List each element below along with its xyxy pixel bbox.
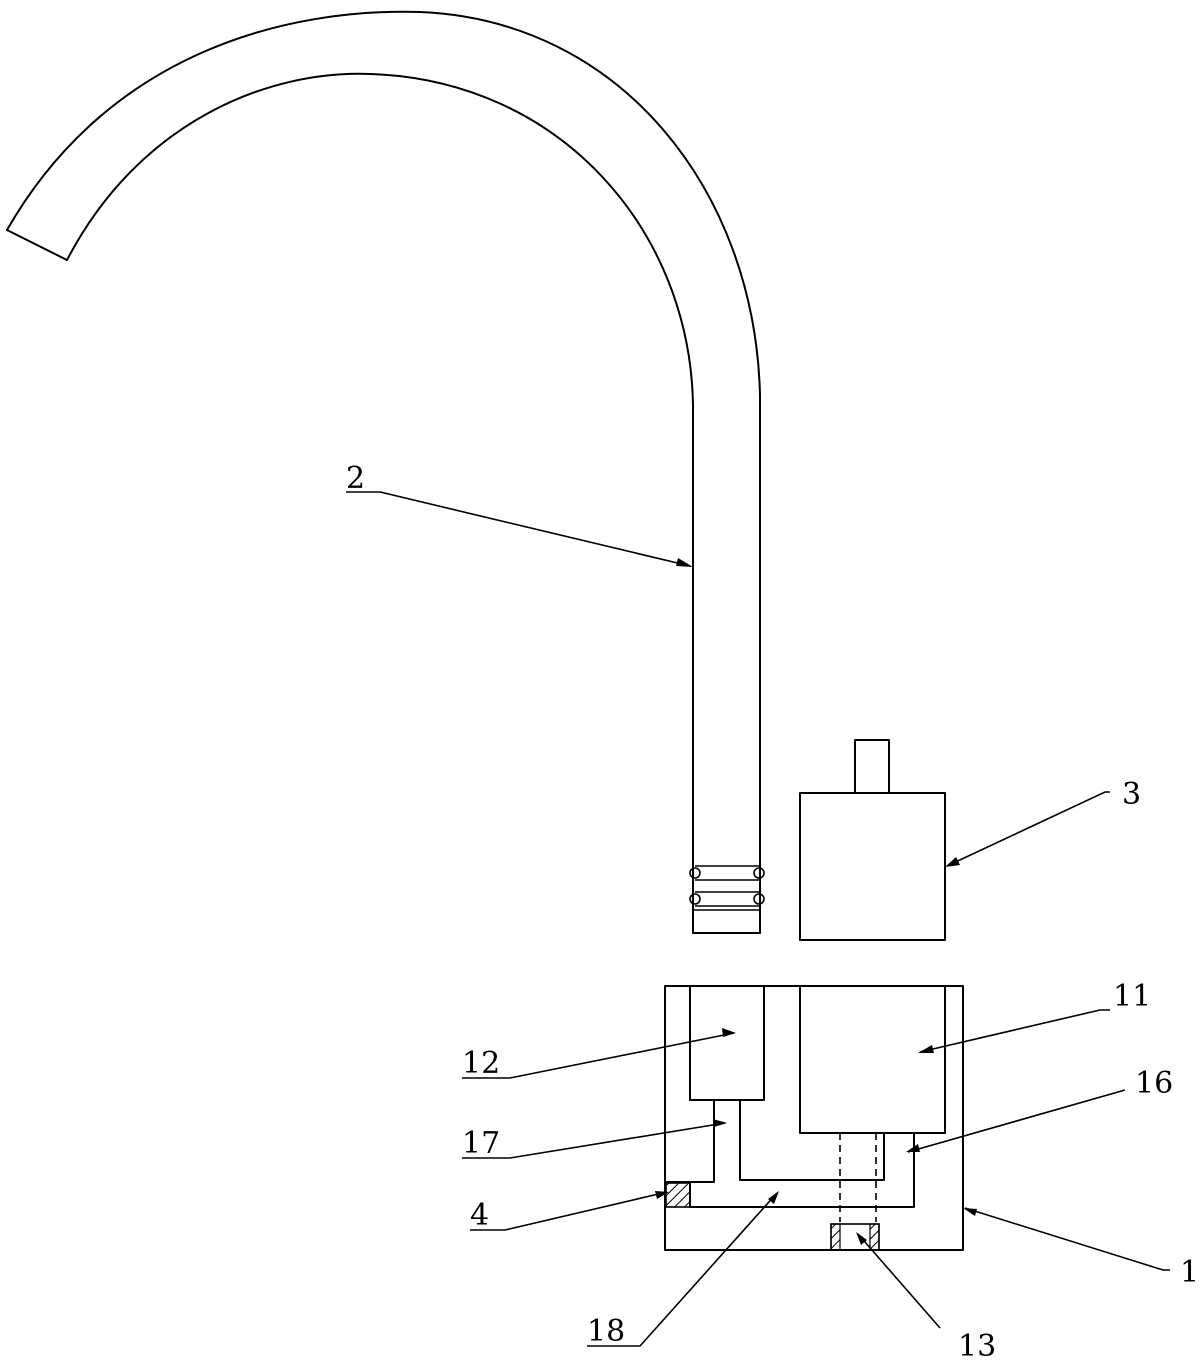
arrow-17 (713, 1119, 727, 1127)
cartridge-body (799, 792, 946, 941)
o-ring-left-upper (689, 867, 701, 879)
label-13: 13 (958, 1329, 996, 1364)
spout-inner-arc (66, 72, 694, 406)
outlet-thread-left (830, 1223, 841, 1251)
arrow-16 (906, 1144, 920, 1152)
o-ring-right-upper (753, 867, 765, 879)
label-12: 12 (462, 1046, 500, 1081)
label-1: 1 (1180, 1255, 1199, 1290)
leader-17 (462, 1122, 726, 1159)
arrow-18 (768, 1191, 779, 1204)
arrow-1 (963, 1208, 977, 1216)
base-outer (664, 985, 964, 1251)
leader-4 (470, 1191, 668, 1231)
o-ring-left-lower (689, 893, 701, 905)
leaders (346, 491, 1170, 1347)
leader-3 (946, 791, 1110, 867)
o-ring-right-lower (753, 893, 765, 905)
leader-13 (857, 1233, 941, 1329)
channel-16 (689, 1132, 915, 1208)
chamber-12 (689, 985, 765, 1101)
label-16: 16 (1135, 1066, 1173, 1101)
label-3: 3 (1122, 777, 1141, 812)
handle-cartridge (799, 739, 946, 941)
seal-4 (665, 1182, 691, 1208)
channel-inner (739, 1099, 885, 1181)
arrow-12 (722, 1028, 736, 1037)
leader-11 (919, 1009, 1110, 1053)
label-2: 2 (346, 461, 365, 496)
spout-outer-arc (6, 10, 761, 396)
arrow-3 (945, 857, 960, 867)
leader-12 (462, 1032, 735, 1079)
leader-18 (587, 1192, 778, 1347)
chamber-11 (799, 985, 946, 1134)
outlet-thread-right (869, 1223, 880, 1251)
o-rings (689, 865, 765, 907)
cartridge-stem (854, 739, 890, 794)
base-body (664, 985, 964, 1251)
leader-2 (346, 491, 691, 567)
spout-end-cap (6, 229, 68, 261)
label-4: 4 (470, 1198, 489, 1233)
leader-16 (907, 1089, 1126, 1153)
arrow-11 (918, 1045, 934, 1053)
part-labels: 2 3 11 12 16 17 4 1 18 13 (346, 461, 1199, 1364)
label-18: 18 (587, 1314, 625, 1349)
channel-17 (664, 1099, 715, 1183)
leader-1 (964, 1207, 1170, 1271)
arrow-13 (856, 1232, 867, 1245)
spout (6, 10, 761, 934)
arrow-4 (655, 1191, 669, 1199)
arrow-2 (676, 558, 693, 567)
label-17: 17 (462, 1126, 500, 1161)
label-11: 11 (1113, 979, 1151, 1014)
